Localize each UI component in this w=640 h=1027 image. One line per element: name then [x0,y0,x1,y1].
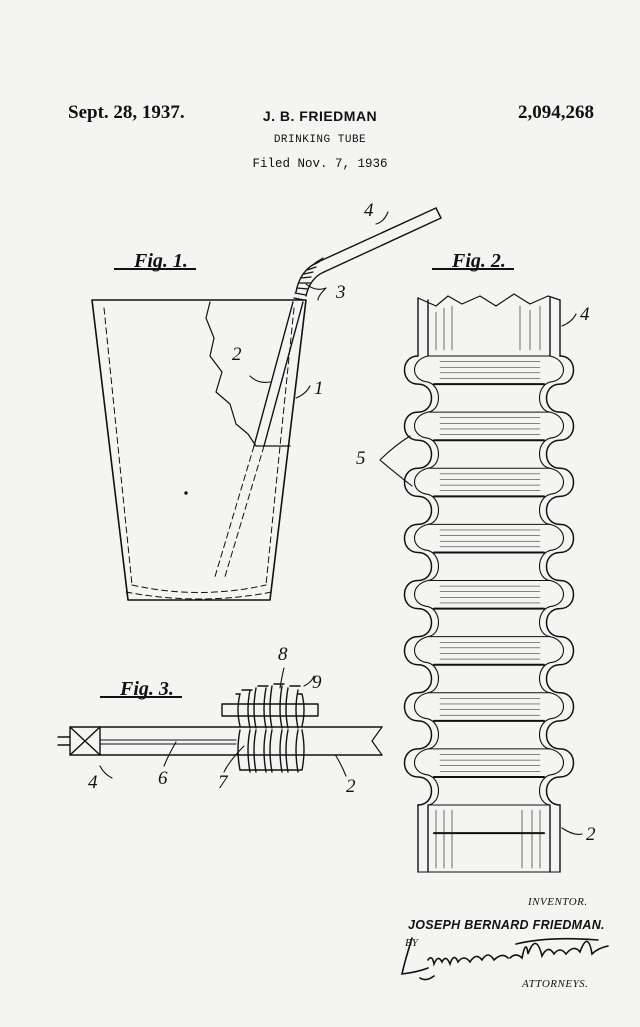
patent-date: Sept. 28, 1937. [68,102,185,123]
patent-title: DRINKING TUBE [273,134,367,146]
ref-numeral: 1 [314,378,324,399]
fig2-label: Fig. 2. [432,250,514,273]
inventor-label: INVENTOR. [528,896,588,908]
ref-numeral: 6 [158,768,168,789]
ref-numeral: 4 [364,200,374,221]
ref-numeral: 2 [232,344,242,365]
inventor-header: J. B. FRIEDMAN [262,108,378,124]
ref-numeral: 4 [88,772,98,793]
tube-wall [545,355,575,806]
ref-numeral: 9 [312,672,322,693]
ref-numeral: 2 [346,776,356,797]
tube-wall [403,355,433,806]
ref-numeral: 8 [278,644,288,665]
ref-numeral: 2 [586,824,596,845]
patent-number: 2,094,268 [518,102,594,123]
fig2-corrugated-tube [403,293,575,873]
by-label: BY [405,937,418,949]
fig1-label: Fig. 1. [114,250,196,273]
filed-date: Filed Nov. 7, 1936 [252,157,388,171]
fig3-forming-apparatus [57,683,383,773]
fig1-glass [91,207,442,601]
fig3-label: Fig. 3. [100,678,182,701]
ref-numeral: 5 [356,448,366,469]
ref-numeral: 3 [336,282,346,303]
inventor-full-name: JOSEPH BERNARD FRIEDMAN. [408,918,605,932]
leader-lines [99,211,583,835]
ref-numeral: 7 [218,772,228,793]
attorney-signature [400,937,609,981]
ref-numeral: 4 [580,304,590,325]
attorneys-label: ATTORNEYS. [522,978,589,990]
